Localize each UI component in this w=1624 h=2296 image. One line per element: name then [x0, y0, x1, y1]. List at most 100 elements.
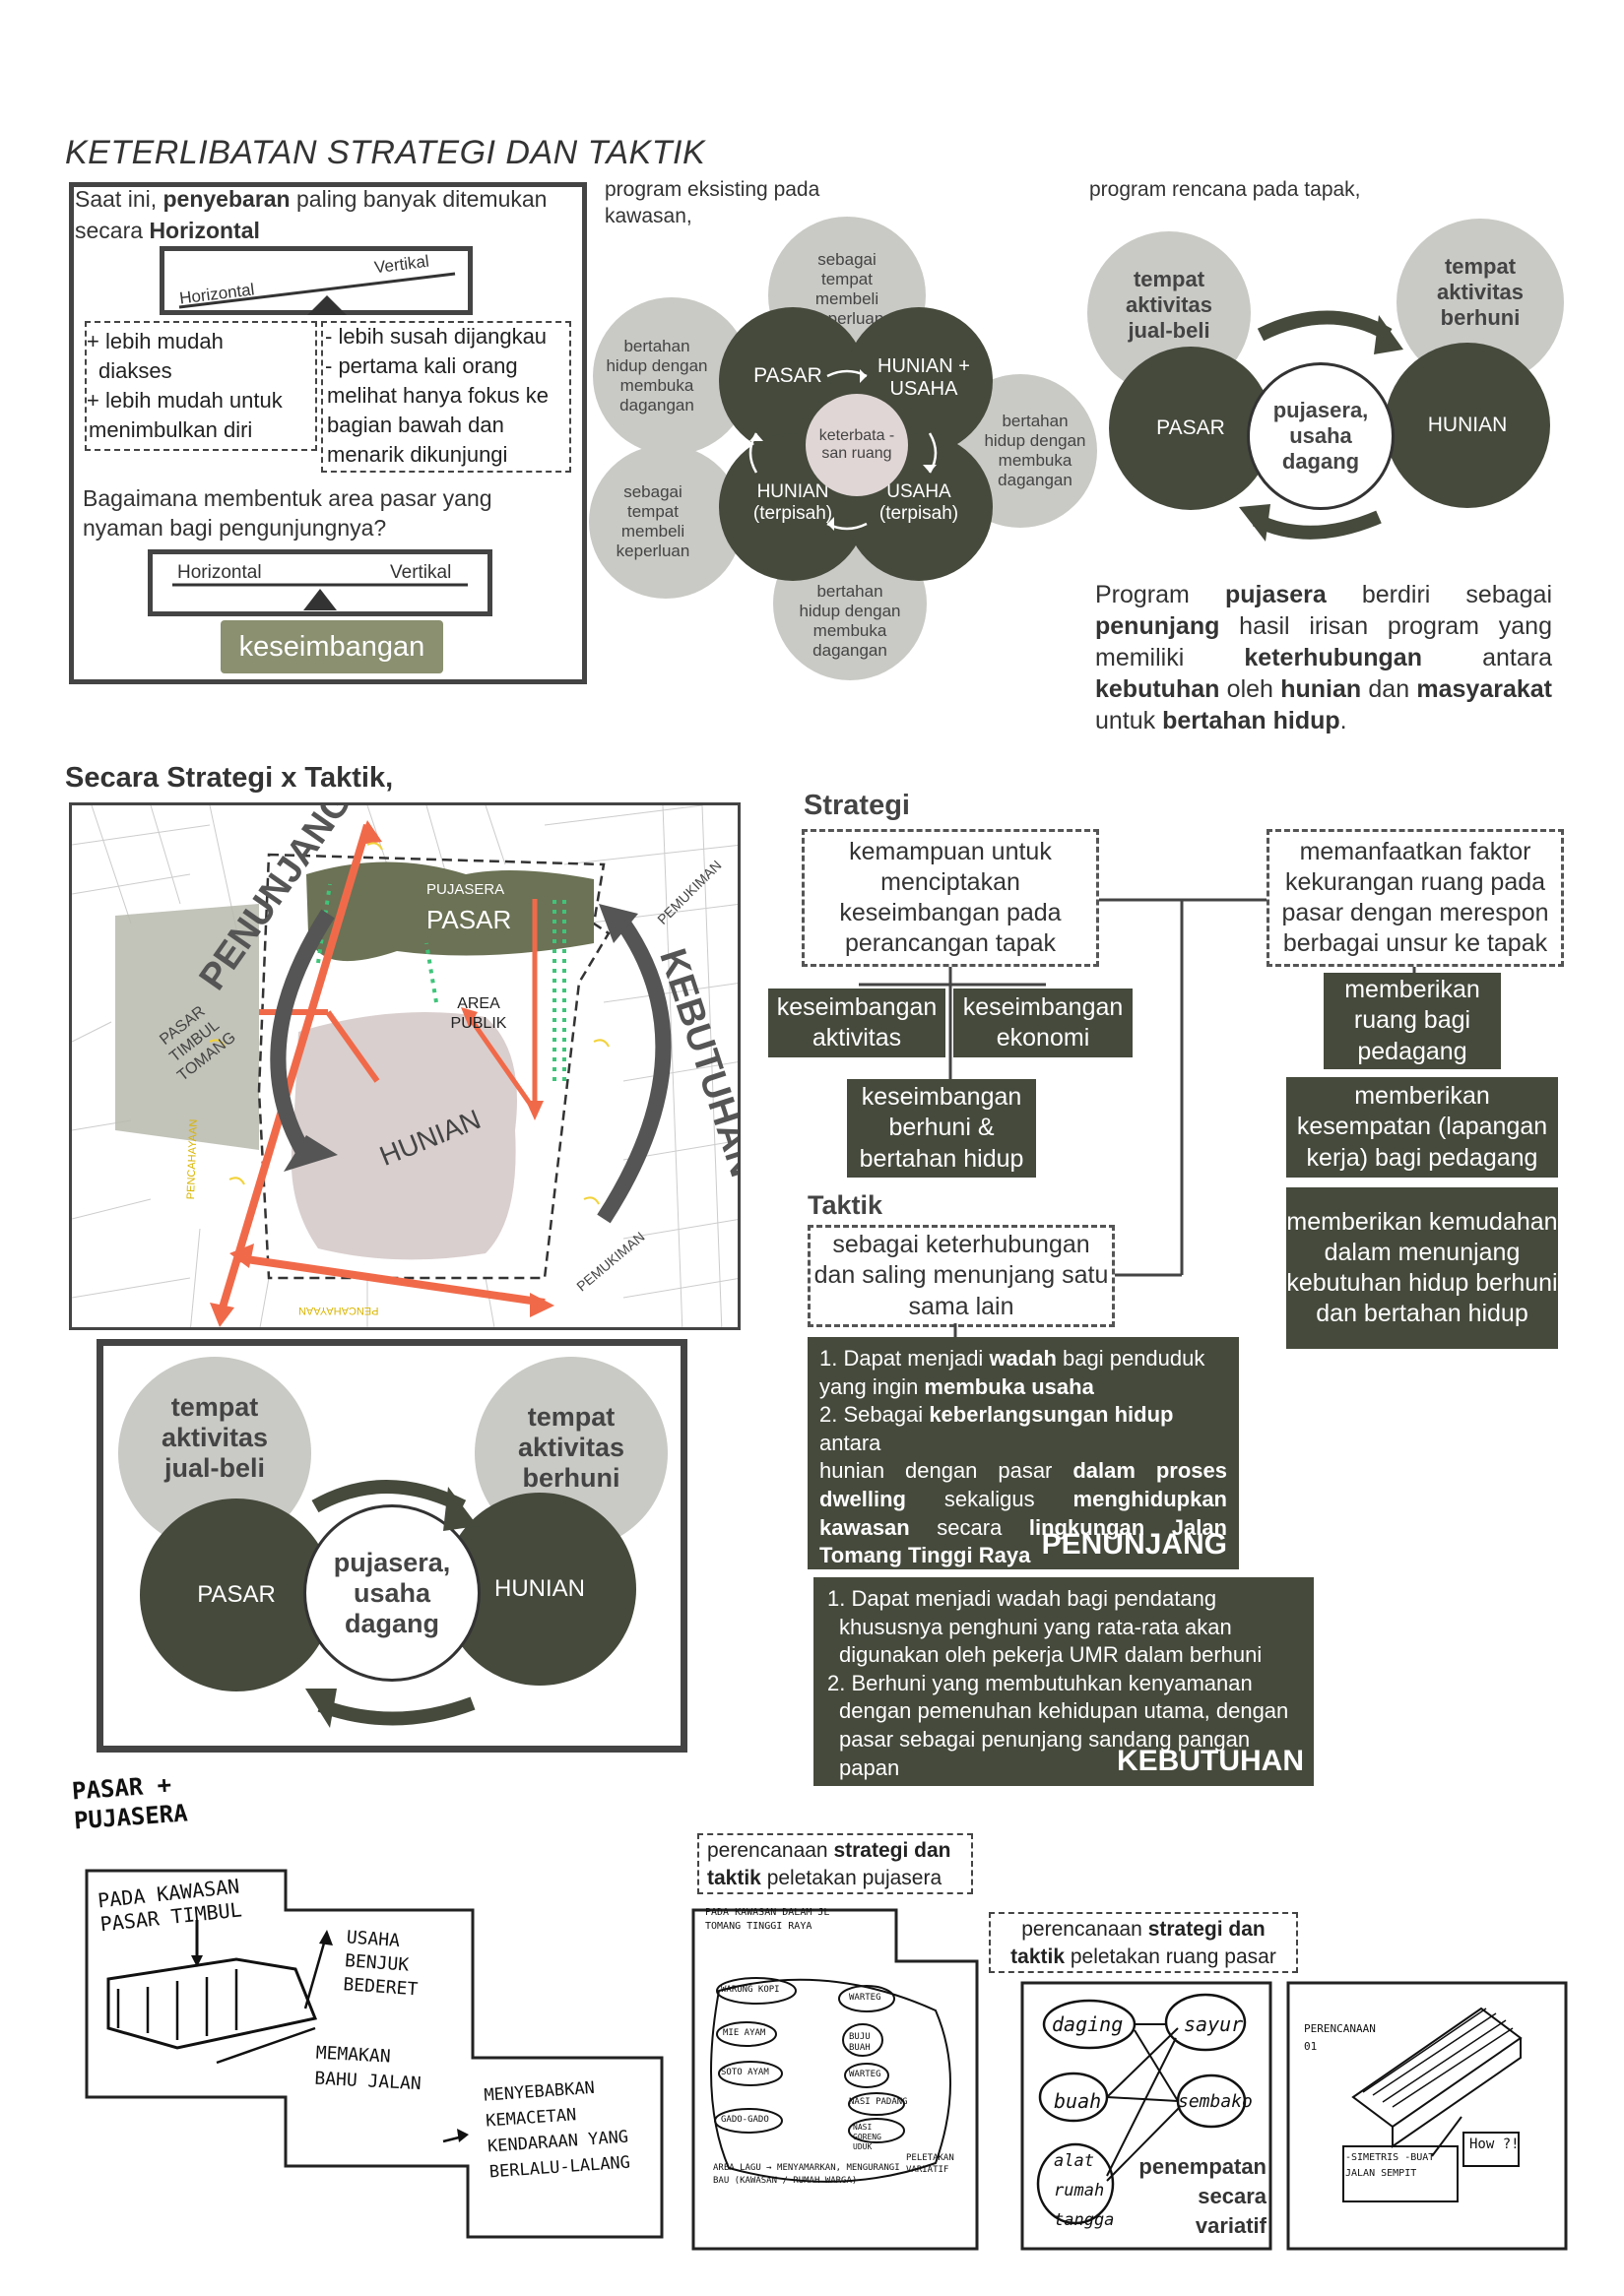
kebutuhan-label: KEBUTUHAN: [1117, 1745, 1304, 1777]
penunjang-label: PENUNJANG: [1041, 1528, 1227, 1561]
r-kemudahan: memberikan kemudahan dalam menunjang keb…: [1286, 1187, 1558, 1349]
penunjang-line-5: dwelling sekaligus menghidupkan: [819, 1486, 1227, 1511]
intro-line1-post: paling banyak ditemukan: [290, 186, 548, 212]
venn2-gray-right-label: tempat aktivitas berhuni: [517, 1402, 625, 1493]
petal-bottom-label: bertahan hidup dengan membuka dagangan: [799, 582, 901, 660]
desc-seg: Program: [1095, 581, 1225, 608]
sketch1-menyebabkan: MENYEBABKAN KEMACETAN KENDARAAN YANG BER…: [483, 2077, 631, 2183]
strategi-heading: Strategi: [804, 790, 910, 821]
kebutuhan-line-5: dengan pemenuhan kehidupan utama, dengan: [839, 1698, 1289, 1724]
intro-question-1: Bagaimana membentuk area pasar yang: [83, 485, 492, 511]
desc-seg: masyarakat: [1416, 675, 1552, 703]
petal-bottom-left: sebagai tempat membeli keperluan: [589, 445, 743, 599]
sketch2-item-2: WARTEG: [849, 1993, 881, 2003]
desc-seg: antara: [1421, 644, 1552, 671]
balance-badge: keseimbangan: [221, 620, 443, 673]
intro-question-2: nyaman bagi pengunjungnya?: [83, 515, 387, 541]
petal-top-label: sebagai tempat membeli keperluan: [810, 250, 884, 328]
taktik-heading: Taktik: [808, 1190, 883, 1220]
sketch3-word-4: sembako: [1178, 2091, 1253, 2112]
kebutuhan-box: 1. Dapat menjadi wadah bagi pendatang kh…: [813, 1577, 1314, 1786]
venn2-pasar: PASAR: [140, 1499, 333, 1691]
petal-left-label: bertahan hidup dengan membuka dagangan: [606, 337, 708, 415]
pros-line-4: menimbulkan diri: [89, 417, 253, 442]
r-kesempatan: memberikan kesempatan (lapangan kerja) b…: [1286, 1077, 1558, 1178]
site-map-drawing: [72, 805, 738, 1327]
desc-seg: berdiri sebagai: [1326, 581, 1553, 608]
venn1-hunian: HUNIAN: [1385, 343, 1550, 508]
seesaw2-frame: [148, 549, 492, 616]
cons-line-2: - pertama kali orang: [325, 353, 518, 378]
desc-seg: penunjang: [1095, 612, 1220, 640]
sketch2-item-3: MIE AYAM: [723, 2028, 766, 2038]
r-ruang-pedagang: memberikan ruang bagi pedagang: [1324, 973, 1501, 1069]
cons-box: [321, 321, 571, 473]
strategi-connectors: [859, 898, 1416, 1277]
flower-cycle-arrows: [748, 369, 938, 531]
flower-q2-label: HUNIAN + USAHA: [877, 355, 970, 400]
planned-caption: program rencana pada tapak,: [1089, 178, 1361, 201]
sketch2-item-7: GADO-GADO: [721, 2115, 769, 2125]
intro-line1-bold: penyebaran: [162, 186, 291, 212]
venn2-hunian-label: HUNIAN: [493, 1575, 585, 1602]
venn2-gray-left-label: tempat aktivitas jual-beli: [161, 1392, 269, 1483]
sketch2-frame: [691, 1908, 979, 2251]
venn1-pasar: PASAR: [1109, 347, 1272, 510]
sketch2-item-6: NASI PADANG: [849, 2097, 908, 2107]
page-title: KETERLIBATAN STRATEGI DAN TAKTIK: [65, 134, 706, 171]
flower-center: keterbata -san ruang: [806, 394, 908, 496]
k-aktivitas: keseimbangan aktivitas: [768, 989, 945, 1057]
sketch4-how: How ?!: [1469, 2137, 1520, 2152]
existing-caption-1: program eksisting pada: [605, 178, 820, 201]
cons-line-5: menarik dikunjungi: [327, 442, 508, 467]
venn1-middle: pujasera, usaha dagang: [1247, 362, 1395, 510]
taktik-box: sebagai keterhubungan dan saling menunja…: [808, 1225, 1115, 1327]
intro-line1-pre: Saat ini,: [75, 186, 163, 212]
map-label-pencahayaan-2: PENCAHAYAAN: [298, 1304, 379, 1316]
seesaw1-icon: [178, 272, 456, 315]
planned-description: Program pujasera berdiri sebagai penunja…: [1095, 579, 1552, 736]
venn1-gray-left-label: tempat aktivitas jual-beli: [1125, 267, 1213, 343]
venn1-hunian-label: HUNIAN: [1427, 414, 1508, 436]
sketch3-label: penempatan secara variatif: [1138, 2154, 1267, 2238]
kebutuhan-line-4: 2. Berhuni yang membutuhkan kenyamanan: [827, 1670, 1253, 1695]
flower-center-label: keterbata -san ruang: [818, 427, 895, 462]
venn1-gray-right-label: tempat aktivitas berhuni: [1436, 254, 1525, 330]
k-berhuni: keseimbangan berhuni & bertahan hidup: [847, 1079, 1036, 1178]
sketch2-item-5: WARTEG: [849, 2070, 881, 2079]
site-map: PUJASERA PASAR AREA PUBLIK HUNIAN PENUNJ…: [69, 802, 741, 1330]
sketch1-usaha: USAHA BENJUK BEDERET: [342, 1927, 419, 2001]
cons-line-4: bagian bawah dan: [327, 413, 504, 437]
kebutuhan-line-1: 1. Dapat menjadi wadah bagi pendatang: [827, 1586, 1217, 1611]
desc-seg: pujasera: [1224, 581, 1327, 608]
sketch1-memakan: MEMAKAN BAHU JALAN: [313, 2042, 422, 2095]
pros-line-1: + lebih mudah: [87, 329, 224, 353]
penunjang-line-7: Tomang Tinggi Raya: [819, 1543, 1031, 1568]
desc-seg: oleh: [1219, 675, 1281, 703]
seesaw2-right-label: Vertikal: [390, 562, 452, 583]
flower-q4-label: USAHA (terpisah): [878, 481, 959, 524]
petal-bottom-left-label: sebagai tempat membeli keperluan: [616, 482, 690, 560]
desc-seg: hasil irisan program yang memiliki: [1095, 612, 1552, 671]
intro-text-line1: Saat ini, penyebaran paling banyak ditem…: [75, 185, 547, 214]
venn2-middle: pujasera, usaha dagang: [303, 1504, 481, 1682]
map-label-pujasera: PUJASERA: [426, 881, 505, 898]
sketch2-peletakan: PELETAKAN VARIATIF: [906, 2153, 954, 2175]
venn1-arrows: [1239, 310, 1403, 542]
sketch2-item-4: BUJU BUAH: [849, 2032, 871, 2054]
section2-title: Secara Strategi x Taktik,: [65, 762, 394, 794]
seesaw2-icon: [172, 583, 468, 610]
penunjang-line-4: hunian dengan pasar dalam proses: [819, 1458, 1227, 1484]
sketch3-word-2: sayur: [1184, 2012, 1244, 2036]
desc-seg: keterhubungan: [1244, 644, 1422, 671]
map-label-area-publik: AREA PUBLIK: [450, 995, 507, 1032]
sketch-pasar-pujasera: PASAR + PUJASERA: [71, 1770, 189, 1835]
sketch3-word-1: daging: [1052, 2012, 1124, 2036]
venn2-pasar-label: PASAR: [197, 1581, 276, 1608]
intro-text-line2: secara Horizontal: [75, 217, 260, 245]
cons-line-1: - lebih susah dijangkau: [325, 324, 548, 349]
map-label-pasar: PASAR: [426, 905, 512, 934]
sketch3-word-5: alat rumah tangga: [1054, 2151, 1115, 2230]
k-ekonomi: keseimbangan ekonomi: [953, 989, 1133, 1057]
